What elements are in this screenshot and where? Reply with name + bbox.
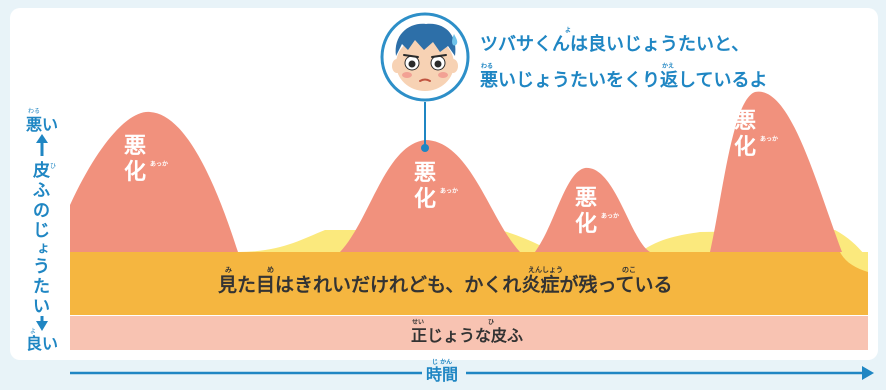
x-axis-ruby: じ かん	[432, 358, 452, 366]
callout-line-2: 悪いじょうたいをくり返しているよ	[480, 70, 767, 91]
arrow-down-icon	[36, 316, 48, 331]
y-axis-top-ruby: わる	[28, 108, 40, 115]
callout-ruby-kae: かえ	[662, 62, 674, 70]
boy-face-icon	[380, 12, 470, 102]
y-axis-middle-label: 皮 ふ の じ ょ う た い	[33, 160, 50, 317]
svg-text:皮: 皮	[33, 160, 50, 181]
ruby-hi-bottom: ひ	[488, 319, 494, 326]
peak-label-1: 悪 化 あっか	[124, 134, 168, 185]
ruby-me: め	[267, 266, 274, 274]
middle-band	[70, 252, 868, 315]
y-axis-top-label: 悪い	[26, 115, 58, 134]
peak-label-3: 悪 化 あっか	[575, 186, 619, 237]
peak-label-2-text-top: 悪	[414, 161, 436, 186]
svg-text:の: の	[33, 201, 50, 221]
peak-label-2: 悪 化 あっか	[414, 161, 458, 212]
x-axis: じ かん 時間	[70, 358, 874, 384]
x-axis-label: 時間	[426, 365, 458, 384]
svg-text:う: う	[33, 257, 50, 277]
bottom-band-text: 正じょうな皮ふ	[411, 326, 523, 345]
ruby-ensho: えんしょう	[528, 265, 563, 274]
peak-label-4-ruby: あっか	[760, 135, 778, 143]
arrow-right-icon	[862, 366, 874, 380]
callout-connector-dot	[421, 144, 429, 152]
peak-label-1-text-bottom: 化	[124, 159, 146, 185]
ruby-mi: み	[225, 266, 232, 274]
callout-ruby-waru: わる	[481, 63, 493, 70]
y-axis-bottom-ruby: よ	[30, 328, 36, 335]
peak-label-4-text-top: 悪	[734, 109, 756, 134]
middle-band-text: 見た目はきれいだけれども、かくれ炎症が残っている	[218, 273, 673, 296]
svg-text:た: た	[33, 277, 50, 297]
callout: よ ツバサくんは良いじょうたいと、 わる かえ 悪いじょうたいをくり返しているよ	[480, 27, 767, 91]
svg-text:ふ: ふ	[33, 181, 50, 201]
right-yellow-notch	[840, 252, 868, 272]
callout-ruby-yo: よ	[565, 27, 571, 34]
arrow-up-icon	[36, 134, 48, 156]
ruby-sei: せい	[412, 319, 424, 326]
peak-label-1-text-top: 悪	[124, 134, 146, 159]
peak-label-4: 悪 化 あっか	[734, 109, 778, 160]
y-axis-bottom-label: 良い	[26, 334, 58, 353]
svg-text:い: い	[33, 297, 50, 317]
svg-text:じ: じ	[33, 221, 50, 241]
bottom-band	[70, 316, 868, 350]
y-axis-middle-ruby: ひ	[50, 163, 56, 170]
peak-label-2-ruby: あっか	[440, 187, 458, 195]
svg-text:ょ: ょ	[37, 241, 50, 256]
peak-label-3-ruby: あっか	[601, 212, 619, 220]
middle-band-caption: 見た目はきれいだけれども、かくれ炎症が残っている み め えんしょう のこ	[218, 265, 673, 296]
peak-label-3-text-bottom: 化	[575, 211, 597, 237]
y-axis: わる 悪い ひ 皮 ふ の じ ょ う た い よ 良い	[26, 108, 58, 353]
ruby-noko: のこ	[622, 266, 636, 274]
peak-label-4-text-bottom: 化	[734, 134, 756, 160]
peak-label-1-ruby: あっか	[150, 160, 168, 168]
callout-line-1: ツバサくんは良いじょうたいと、	[480, 33, 749, 55]
peak-label-2-text-bottom: 化	[414, 186, 436, 212]
peak-label-3-text-top: 悪	[575, 186, 597, 211]
bottom-band-caption: 正じょうな皮ふ せい ひ	[411, 319, 523, 345]
peak-curve	[70, 91, 842, 252]
